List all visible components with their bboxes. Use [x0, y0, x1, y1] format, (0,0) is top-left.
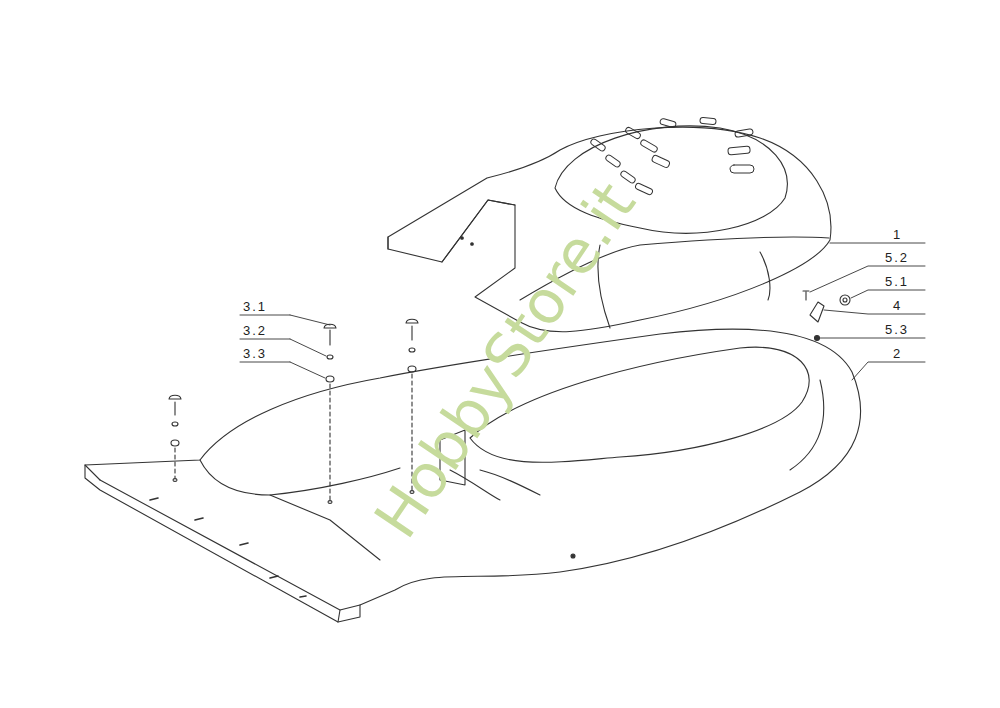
callout-number: 2	[893, 346, 902, 361]
callout-number: 5.2	[885, 250, 909, 265]
callout-number: 4	[893, 298, 902, 313]
callout-number: 5.3	[885, 322, 909, 337]
callout-number: 3.3	[243, 346, 267, 361]
callout-number: 3.1	[243, 299, 267, 314]
callout-number: 5.1	[885, 274, 909, 289]
callout-number: 3.2	[243, 323, 267, 338]
callout-number: 1	[893, 227, 902, 242]
